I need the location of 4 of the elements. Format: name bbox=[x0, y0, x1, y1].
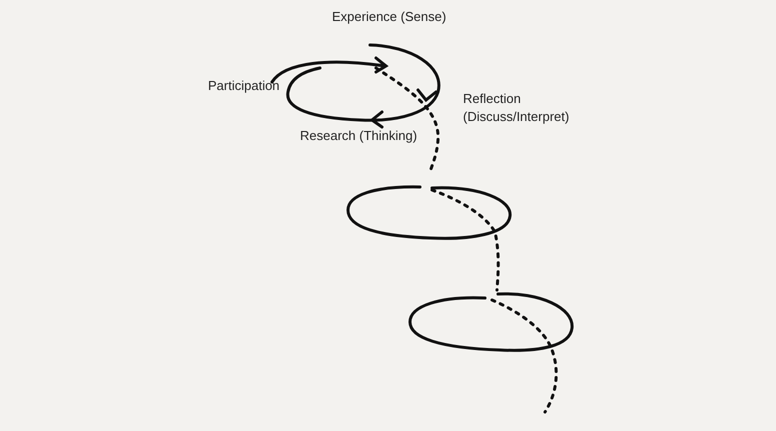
stage-label: Research (Thinking) bbox=[300, 127, 418, 145]
stage-label: Reflection (Discuss/Interpret) bbox=[463, 90, 570, 126]
stage-label: Experience (Sense) bbox=[332, 8, 446, 26]
stage-label: Participation bbox=[208, 77, 280, 95]
